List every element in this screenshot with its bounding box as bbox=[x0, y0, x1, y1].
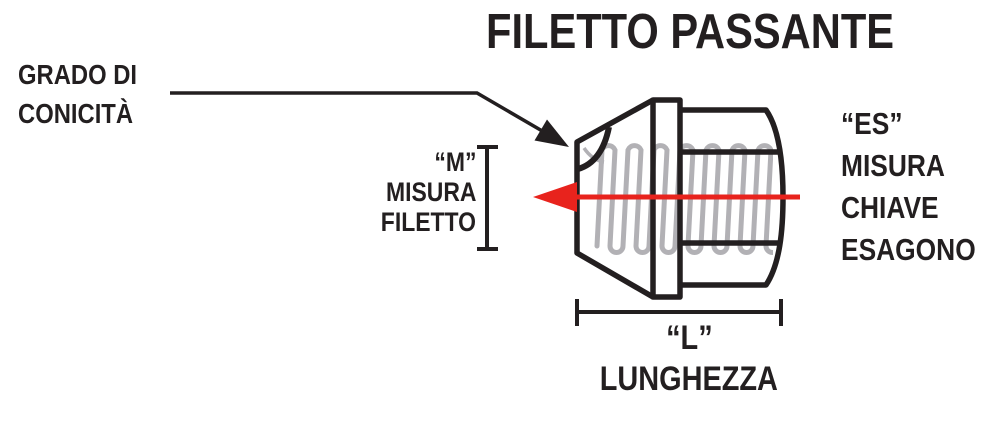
hex-facet-lines bbox=[680, 149, 778, 246]
taper-arrowhead-icon bbox=[534, 119, 569, 147]
hex-label-line2: MISURA bbox=[841, 148, 945, 183]
hex-key-size-label: “ES” MISURA CHIAVE ESAGONO bbox=[841, 108, 999, 276]
length-label-line2: LUNGHEZZA bbox=[599, 360, 779, 398]
thread-coil bbox=[594, 143, 773, 255]
through-axis-arrowhead-icon bbox=[533, 182, 577, 212]
thread-label-symbol: “M” bbox=[433, 147, 476, 177]
hex-label-symbol: “ES” bbox=[841, 106, 903, 141]
taper-label-line2: CONICITÀ bbox=[18, 98, 134, 129]
thread-size-bracket bbox=[477, 145, 498, 251]
length-dimension-line bbox=[575, 299, 783, 326]
taper-leader bbox=[170, 91, 569, 147]
length-label: “L” LUNGHEZZA bbox=[489, 321, 889, 403]
page-title-text: FILETTO PASSANTE bbox=[485, 5, 895, 59]
taper-degree-label: GRADO DI CONICITÀ bbox=[18, 61, 158, 139]
taper-fillet-arc bbox=[576, 126, 612, 172]
through-axis-arrow bbox=[533, 182, 800, 212]
taper-label-line1: GRADO DI bbox=[18, 59, 137, 90]
thread-label-line3: FILETTO bbox=[380, 207, 476, 237]
thread-size-label: “M” MISURA FILETTO bbox=[276, 149, 476, 239]
page-title: FILETTO PASSANTE bbox=[390, 8, 990, 57]
length-label-symbol: “L” bbox=[665, 319, 713, 357]
thread-label-line2: MISURA bbox=[385, 177, 476, 207]
hex-label-line3: CHIAVE bbox=[841, 190, 939, 225]
hex-label-line4: ESAGONO bbox=[841, 232, 976, 267]
taper-leader-line bbox=[170, 91, 557, 141]
